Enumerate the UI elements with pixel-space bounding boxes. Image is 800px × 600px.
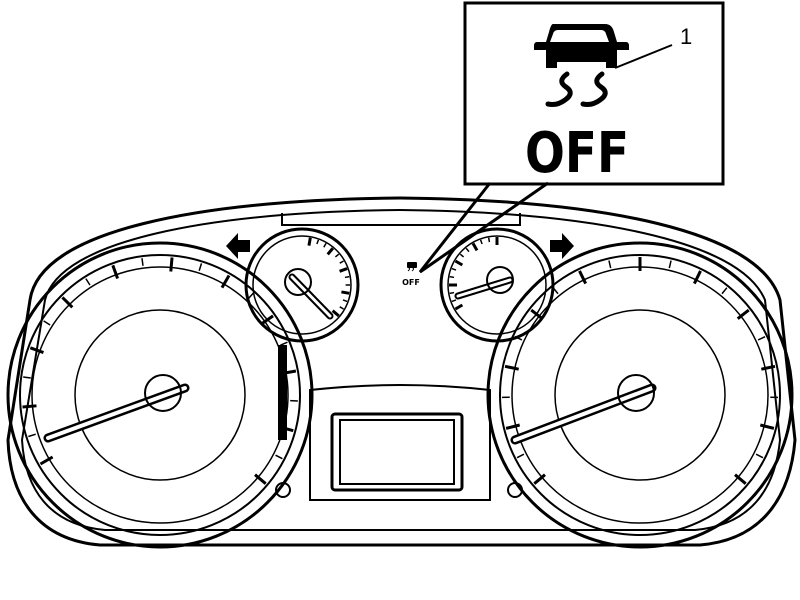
right-gauge-hub (617, 374, 655, 412)
left-gauge-tick (61, 296, 74, 309)
right-small-gauge-tick (465, 247, 470, 253)
cluster-hood (281, 213, 521, 226)
left-gauge-tick (43, 320, 51, 326)
right-small-gauge (439, 227, 555, 343)
left-small-gauge-tick (342, 299, 348, 303)
callout-box (463, 1, 725, 186)
center-display-frame (330, 412, 464, 492)
left-gauge-tick (220, 274, 231, 289)
left-gauge-tick (275, 454, 283, 460)
left-main-gauge (6, 241, 314, 549)
small-traction-off-indicator: OFF (402, 262, 420, 287)
turn-signal-left-icon (226, 233, 250, 259)
right-gauge-tick (734, 473, 747, 485)
left-gauge-tick (254, 473, 267, 485)
right-small-gauge-tick (454, 303, 464, 311)
right-small-gauge-tick (451, 299, 457, 303)
left-gauge-hub (144, 374, 182, 412)
left-gauge-tick (169, 257, 174, 272)
left-small-gauge-tick (339, 260, 344, 264)
right-main-gauge (486, 241, 794, 549)
small-indicator-label: OFF (402, 278, 420, 287)
left-small-gauge-tick (331, 309, 340, 318)
callout-leader-line (614, 44, 673, 69)
left-small-gauge-tick (307, 237, 312, 246)
right-gauge-ticks (502, 257, 778, 485)
right-gauge-tick (668, 260, 672, 269)
left-small-gauge-tick (344, 275, 350, 279)
right-small-gauge-ticks (449, 237, 499, 311)
right-small-gauge-tick (454, 259, 464, 267)
right-small-gauge-tick (471, 242, 479, 252)
left-small-gauge (244, 227, 360, 343)
left-gauge-tick (280, 341, 288, 346)
left-gauge-band (278, 345, 287, 440)
right-small-gauge-tick (449, 275, 455, 279)
right-gauge-tick (608, 260, 612, 269)
traction-off-label: OFF (525, 121, 629, 186)
left-small-gauge-tick (341, 290, 350, 295)
center-panel (309, 384, 491, 501)
right-gauge-tick (504, 364, 520, 371)
left-small-gauge-tick (339, 267, 348, 273)
right-gauge-tick (505, 423, 521, 430)
left-small-gauge-tick (316, 239, 320, 245)
turn-signal-right-icon (550, 233, 574, 259)
cluster-housing-outer (6, 196, 797, 547)
left-gauge-tick (198, 263, 203, 271)
left-gauge-tick (28, 433, 36, 438)
traction-control-off-icon (534, 24, 629, 107)
left-small-gauge-tick (334, 253, 340, 258)
right-gauge-tick (721, 287, 728, 295)
left-small-gauge-tick (326, 247, 335, 256)
left-small-gauge-tick (339, 306, 344, 310)
right-gauge-tick (516, 453, 525, 459)
right-gauge-tick (760, 364, 776, 371)
right-small-gauge-tick (487, 237, 491, 243)
left-gauge-tick (29, 346, 44, 354)
left-gauge-tick (22, 404, 37, 409)
right-small-gauge-tick (449, 291, 455, 295)
right-small-gauge-tick (451, 267, 457, 271)
callout-number: 1 (680, 24, 692, 49)
right-small-gauge-tick (479, 239, 483, 245)
right-gauge-tick (759, 423, 775, 430)
callout-pointer (418, 181, 549, 274)
right-gauge-tick (757, 335, 766, 341)
right-gauge-tick (578, 270, 587, 285)
left-gauge-tick (85, 278, 91, 286)
left-small-gauge-tick (323, 243, 327, 248)
left-small-gauge-ticks (307, 237, 350, 318)
left-gauge-tick (23, 376, 31, 379)
right-gauge-tick (755, 453, 764, 459)
left-gauge-ticks (22, 257, 298, 485)
right-gauge-tick (533, 473, 546, 485)
left-gauge-tick (141, 258, 144, 266)
left-gauge-tick (111, 264, 119, 279)
center-display (339, 419, 455, 485)
right-gauge-tick (693, 270, 702, 285)
left-gauge-tick (39, 455, 54, 466)
right-gauge-tick (736, 308, 750, 320)
right-small-gauge-tick (459, 253, 465, 258)
